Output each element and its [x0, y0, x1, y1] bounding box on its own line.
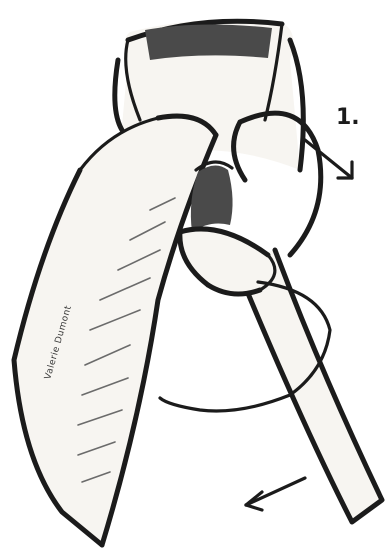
- arrow-right: [305, 140, 352, 178]
- step-number: 1.: [336, 105, 360, 130]
- wide-blade: Valerie Dumont: [14, 116, 216, 545]
- wrap-band: [180, 229, 275, 294]
- step-indicator: 1.: [336, 105, 360, 130]
- arrow-down-left: [246, 478, 305, 510]
- collar-shadow: [145, 24, 272, 60]
